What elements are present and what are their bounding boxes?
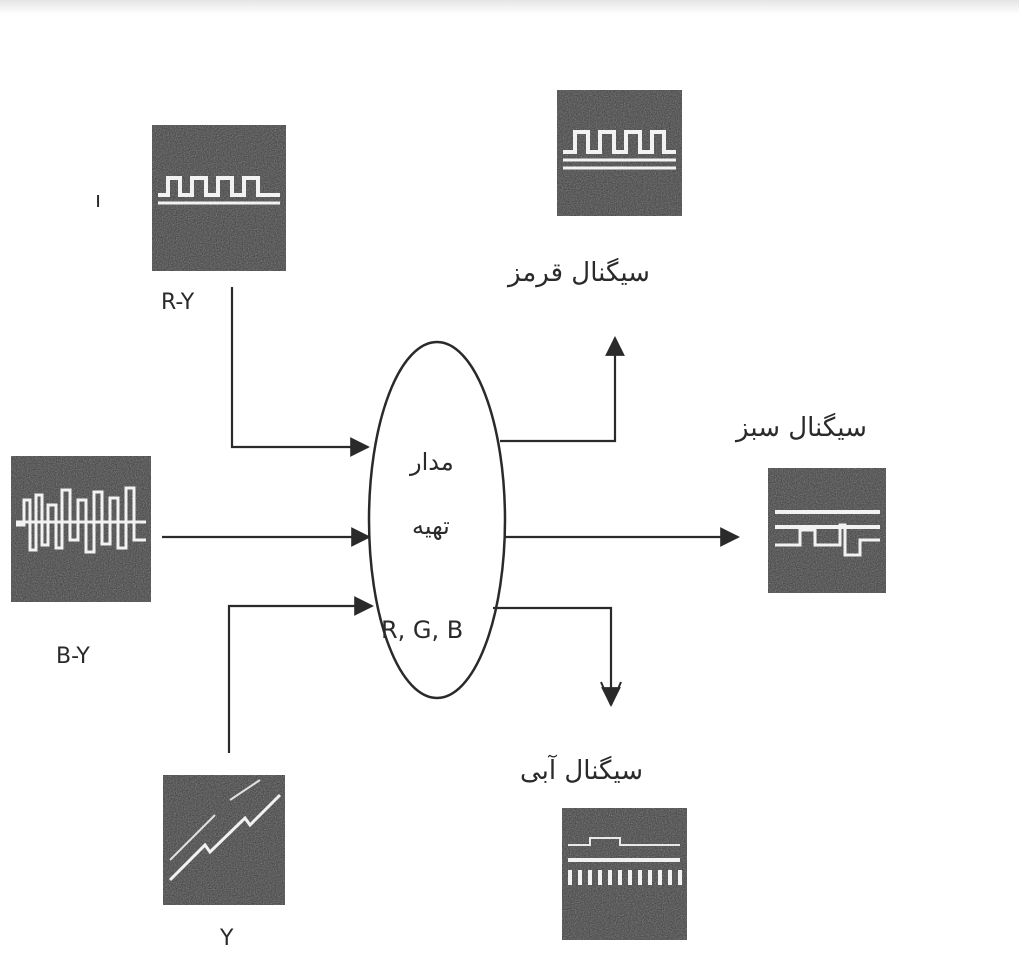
circuit-label-line1: مدار [410,448,454,476]
y-label: Y [220,926,233,951]
circuit-label-line2: تهیه [412,512,450,540]
blue-output-connector [493,608,611,705]
b-y-input-waveform [11,456,151,602]
r-y-connector [232,287,368,447]
blue-output-waveform [562,808,687,940]
stray-mark: ı [95,188,101,213]
red-signal-label: سیگنال قرمز [508,258,650,288]
r-y-label: R-Y [161,290,194,315]
red-output-waveform [557,90,682,216]
blue-signal-label: سیگنال آبی [520,756,643,786]
y-input-waveform [163,775,285,905]
red-output-connector [500,338,615,441]
green-signal-label: سیگنال سبز [736,413,867,443]
y-connector [229,606,372,753]
r-y-input-waveform [152,125,286,271]
b-y-label: B-Y [56,644,90,669]
green-output-waveform [768,468,886,593]
circuit-label-line3: R, G, B [381,616,463,644]
